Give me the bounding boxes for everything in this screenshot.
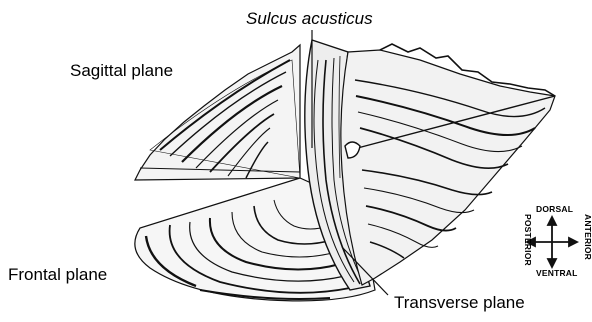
frontal-plane-label: Frontal plane bbox=[8, 266, 107, 283]
sagittal-plane-label: Sagittal plane bbox=[70, 62, 173, 79]
sulcus-acusticus-label: Sulcus acusticus bbox=[246, 10, 373, 27]
compass-anterior-label: ANTERIOR bbox=[584, 214, 592, 260]
compass-ventral-label: VENTRAL bbox=[536, 269, 578, 278]
orientation-compass bbox=[527, 217, 577, 267]
compass-posterior-label: POSTERIOR bbox=[524, 214, 533, 266]
transverse-plane-label: Transverse plane bbox=[394, 294, 525, 311]
compass-dorsal-label: DORSAL bbox=[536, 205, 573, 214]
